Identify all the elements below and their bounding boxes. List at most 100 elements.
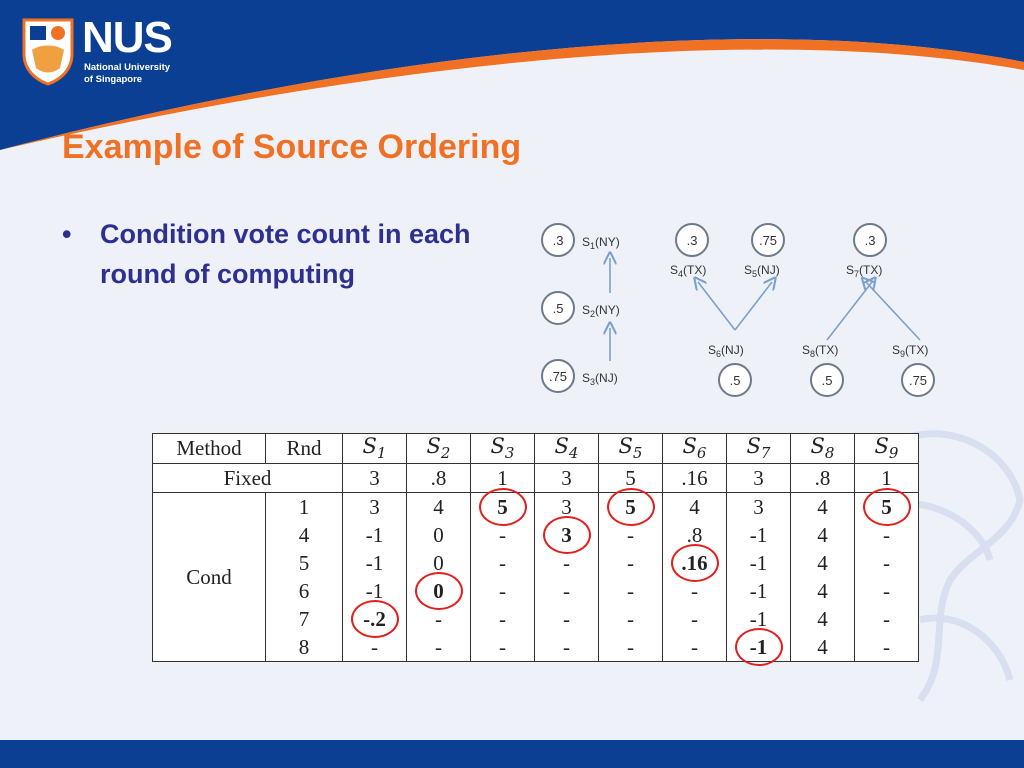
cell-value: - [883,579,890,603]
cell-value: - [371,635,378,659]
node-value-s5: .75 [759,233,777,248]
cell-value: 4 [817,579,828,603]
node-value-s6: .5 [730,373,741,388]
round-value: 6 [298,579,310,603]
circled-value: -1 [734,628,783,666]
cond-cell: - [535,577,598,605]
cond-cell: 4 [791,577,854,605]
cond-cell: - [855,605,918,633]
cond-cell: - [855,577,918,605]
cond-cell: - [663,605,726,633]
node-value-s9: .75 [909,373,927,388]
cell-value: - [627,579,634,603]
cond-cell: 4 [791,521,854,549]
header-s3: S3 [470,433,535,464]
header-s7: S7 [726,433,791,464]
node-value-s2: .5 [553,301,564,316]
cond-cell: 0 [407,521,470,549]
fixed-cell-s1: 3 [342,463,407,493]
cond-cell: 5 [599,488,662,526]
cond-column-s9: 5----- [854,488,919,662]
cond-column-s3: 5----- [470,488,535,662]
cond-cell: - [599,549,662,577]
slide-title: Example of Source Ordering [62,128,522,166]
cell-value: - [563,635,570,659]
cell-value: 3 [753,495,764,519]
cell-value: -1 [749,523,768,547]
cond-cell: - [535,605,598,633]
cell-value: -1 [749,551,768,575]
node-circle-s1 [541,223,575,257]
bullet-text: Condition vote count in each round of co… [100,219,471,289]
cell-value: 3 [369,495,380,519]
cond-cell: - [535,633,598,661]
cell-value: - [627,607,634,631]
cell-value: -1 [749,607,768,631]
logo-subtitle-line1: National University [84,62,171,73]
cell-value: - [563,579,570,603]
header-s2: S2 [406,433,471,464]
circled-value: 5 [606,488,655,526]
cell-value: 4 [433,495,444,519]
cond-cell: 4 [791,605,854,633]
logo-wordmark: NUS [82,13,173,62]
header-s8: S8 [790,433,855,464]
cond-cell: - [599,605,662,633]
round-value: 5 [298,551,310,575]
cell-value: 4 [817,607,828,631]
cond-cell: 4 [791,549,854,577]
bullet-dot: • [62,219,72,249]
cond-cell: - [663,577,726,605]
cell-value: - [883,607,890,631]
cond-cell: .16 [663,544,726,582]
cell-value: -1 [365,523,384,547]
node-circle-s8 [810,363,844,397]
cond-cell: - [471,633,534,661]
circled-value: 0 [414,572,463,610]
cell-value: 0 [433,523,444,547]
cond-column-s7: 3-1-1-1-1-1 [726,492,791,666]
cond-cell: -1 [727,628,790,666]
cond-cell: -1 [343,577,406,605]
round-value: 4 [298,523,310,547]
cond-cell: 5 [855,488,918,526]
cond-cell: - [407,605,470,633]
header-s6: S6 [662,433,727,464]
cond-cell: 4 [407,493,470,521]
node-value-s3: .75 [549,369,567,384]
header-s5: S5 [598,433,663,464]
cond-cell: -1 [343,549,406,577]
cell-value: - [499,579,506,603]
cond-cell: - [599,577,662,605]
cell-value: - [883,523,890,547]
nus-logo: NUS National University of Singapore [20,16,180,96]
cond-cell: - [535,549,598,577]
node-circle-s2 [541,291,575,325]
cond-cell: .8 [663,521,726,549]
cond-cell: -.2 [343,600,406,638]
header-method: Method [152,433,266,464]
node-label-s3: S3(NJ) [582,371,618,387]
cell-value: 4 [817,551,828,575]
cond-column-s6: 4.8.16--- [662,492,727,662]
node-label-s8: S8(TX) [802,343,838,359]
cond-cell: -1 [727,549,790,577]
cell-value: - [691,635,698,659]
cond-cell: -1 [343,521,406,549]
cell-value: - [499,551,506,575]
cell-value: - [563,551,570,575]
node-value-s1: .3 [553,233,564,248]
cond-cell: - [855,521,918,549]
cond-cell: - [599,521,662,549]
cond-cell: - [471,605,534,633]
header-band [0,0,1024,150]
round-value: 7 [298,607,310,631]
cell-value: - [883,635,890,659]
